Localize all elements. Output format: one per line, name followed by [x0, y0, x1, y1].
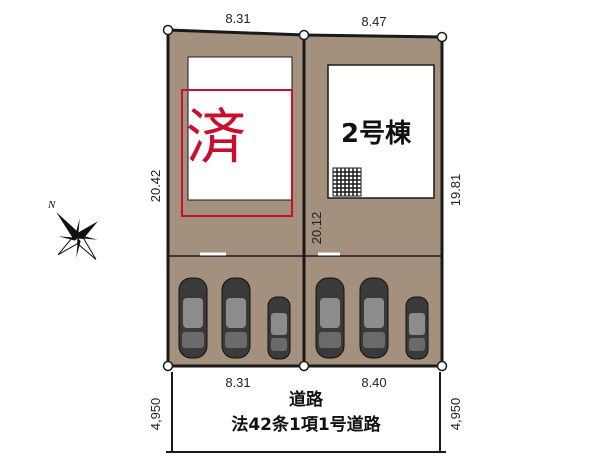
car-icon — [178, 277, 208, 359]
car-icon — [315, 277, 345, 359]
sold-mark: 済 — [186, 103, 246, 173]
dim-right-depth: 19.81 — [448, 174, 463, 207]
car-icon — [267, 296, 291, 360]
dim-road-left: 4,950 — [148, 398, 163, 431]
car-icon — [221, 277, 251, 359]
car-icon — [359, 277, 389, 359]
dim-shared-depth: 20.12 — [309, 212, 324, 245]
road-classification: 法42条1項1号道路 — [231, 414, 381, 435]
boundary-markers — [162, 24, 448, 372]
compass-north-label: N — [47, 199, 56, 211]
building-2-label: 2号棟 — [341, 119, 412, 149]
dim-right-bottom: 8.40 — [361, 375, 386, 390]
car-icon — [405, 296, 429, 360]
road-name: 道路 — [289, 389, 324, 410]
dim-left-bottom: 8.31 — [225, 375, 250, 390]
building-left — [187, 56, 293, 201]
road: 道路 法42条1項1号道路 — [166, 372, 446, 453]
parking-cars — [178, 277, 429, 360]
grid-icon — [332, 167, 362, 197]
compass-icon — [56, 211, 98, 260]
dim-right-top: 8.47 — [361, 14, 386, 29]
dim-left-top: 8.31 — [225, 11, 250, 26]
sold-stamp — [181, 89, 293, 217]
dim-left-depth: 20.42 — [148, 170, 163, 203]
dim-road-right: 4,950 — [448, 398, 463, 431]
